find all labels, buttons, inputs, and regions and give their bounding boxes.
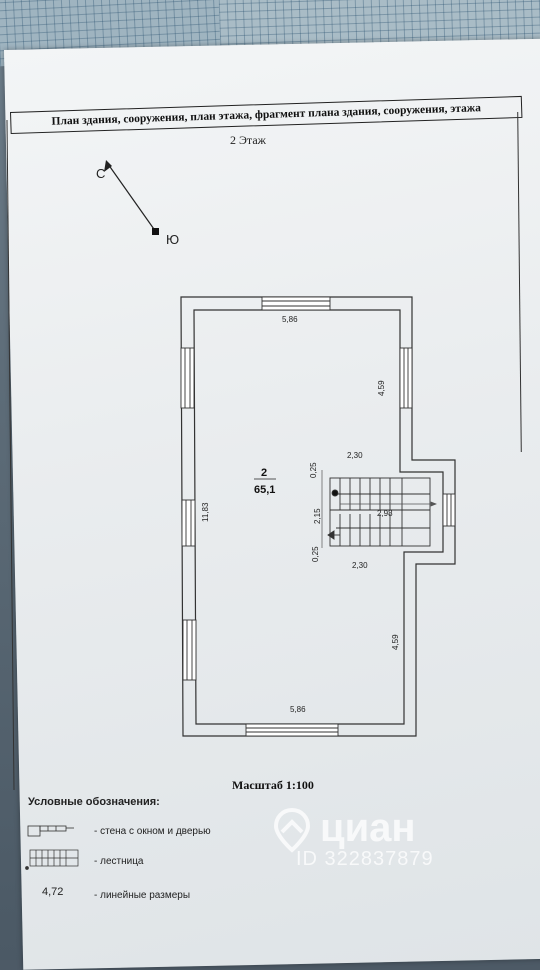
dim-right-upper: 4,59 — [377, 380, 386, 396]
floor-label: 2 Этаж — [230, 133, 266, 147]
compass-arrow-icon — [104, 160, 159, 235]
legend-stair-text: - лестница — [94, 856, 144, 867]
window-bottom — [245, 723, 339, 737]
dimension-lines — [321, 470, 437, 548]
dim-gap-top: 0,25 — [309, 462, 318, 478]
dim-stair-top: 2,30 — [347, 451, 363, 460]
dim-gap-bottom: 0,25 — [311, 546, 320, 562]
legend-wall-text: - стена с окном и дверью — [94, 826, 211, 837]
compass-north-label: С — [96, 166, 106, 181]
staircase-icon — [327, 477, 431, 547]
scale-label: Масштаб 1:100 — [232, 778, 314, 792]
dim-stair-length: 2,98 — [377, 509, 393, 518]
window-right-upper — [399, 347, 413, 409]
compass-south-label: Ю — [166, 232, 180, 247]
window-stair — [442, 493, 456, 527]
legend-example-value: 4,72 — [42, 886, 64, 898]
dim-left-height: 11,83 — [201, 502, 210, 522]
window-top — [261, 296, 331, 311]
dim-right-lower: 4,59 — [391, 634, 400, 650]
window-left-1 — [180, 347, 195, 409]
dim-stair-height: 2,15 — [313, 508, 322, 524]
dim-bottom-width: 5,86 — [290, 705, 306, 714]
legend-wall-icon — [27, 825, 74, 837]
cian-logo-icon — [273, 807, 311, 853]
room-number: 2 — [261, 467, 267, 479]
legend-title: Условные обозначения: — [28, 796, 160, 808]
watermark-id: ID 322837879 — [296, 848, 434, 870]
window-left-3 — [182, 619, 197, 681]
room-area: 65,1 — [254, 484, 275, 496]
dim-stair-bottom: 2,30 — [352, 561, 368, 570]
dim-top-width: 5,86 — [282, 315, 298, 324]
window-left-2 — [181, 499, 196, 547]
watermark-brand: циан — [320, 806, 416, 850]
windows — [180, 296, 456, 737]
legend-linear-text: - линейные размеры — [94, 890, 191, 901]
legend-stair-icon — [25, 849, 79, 870]
